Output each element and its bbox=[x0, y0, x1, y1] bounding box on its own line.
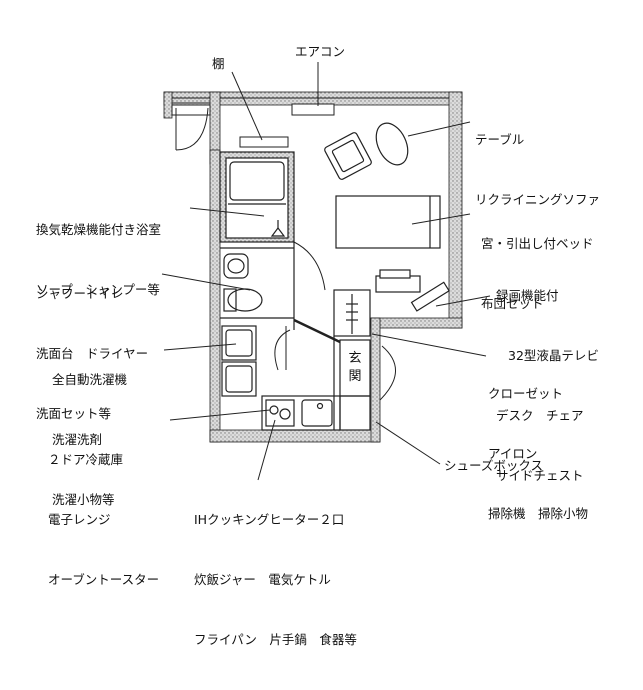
shelf bbox=[239, 136, 289, 148]
toilet-area bbox=[220, 242, 295, 330]
top-left-stub bbox=[163, 91, 173, 119]
label-shelf: 棚 bbox=[212, 56, 225, 71]
label-closet: クローゼット アイロン 掃除機 掃除小物 bbox=[488, 386, 589, 521]
label-washer: 全自動洗濯機 洗濯洗剤 洗濯小物等 bbox=[52, 372, 128, 507]
desk-tv bbox=[375, 269, 450, 312]
right-wall bbox=[448, 91, 463, 329]
label-aircon: エアコン bbox=[295, 44, 346, 59]
inner-right-wall bbox=[370, 317, 463, 329]
closet bbox=[333, 289, 371, 337]
left-wall bbox=[209, 149, 221, 443]
washer-zone bbox=[221, 325, 257, 397]
label-table-sofa: テーブル リクライニングソファ bbox=[475, 132, 601, 207]
entrance-zone bbox=[333, 336, 371, 431]
aircon-unit bbox=[291, 103, 335, 116]
sofa-and-table bbox=[324, 122, 409, 180]
label-tv-desk: 録画機能付 32型液晶テレビ デスク チェア サイドチェスト bbox=[496, 288, 599, 483]
window-balcony bbox=[171, 97, 211, 151]
floor-plan-drawing bbox=[161, 62, 491, 481]
bathroom bbox=[219, 151, 295, 243]
label-toilet: シャワートイレ 洗面台 ドライヤー 洗面セット等 bbox=[36, 286, 149, 421]
label-genkan: 玄 関 bbox=[348, 351, 362, 384]
leader-lines bbox=[161, 62, 491, 481]
door-swings bbox=[274, 241, 396, 401]
label-shoebox: シューズボックス bbox=[444, 458, 544, 473]
label-bed: 宮・引出し付ベッド 布団セット bbox=[481, 236, 594, 311]
label-kitchen: IHクッキングヒーター２口 炊飯ジャー 電気ケトル フライパン 片手鍋 食器等 bbox=[194, 512, 357, 647]
bottom-wall bbox=[209, 429, 381, 443]
label-bathroom: 換気乾燥機能付き浴室 ソープ シャンプー等 bbox=[36, 222, 162, 297]
outer-walls bbox=[163, 91, 463, 443]
label-fridge: ２ドア冷蔵庫 電子レンジ オーブントースター bbox=[48, 452, 160, 587]
floor-plan: 棚 エアコン テーブル リクライニングソファ 換気乾燥機能付き浴室 ソープ シャ… bbox=[36, 44, 601, 647]
entrance-right-wall bbox=[370, 317, 381, 443]
